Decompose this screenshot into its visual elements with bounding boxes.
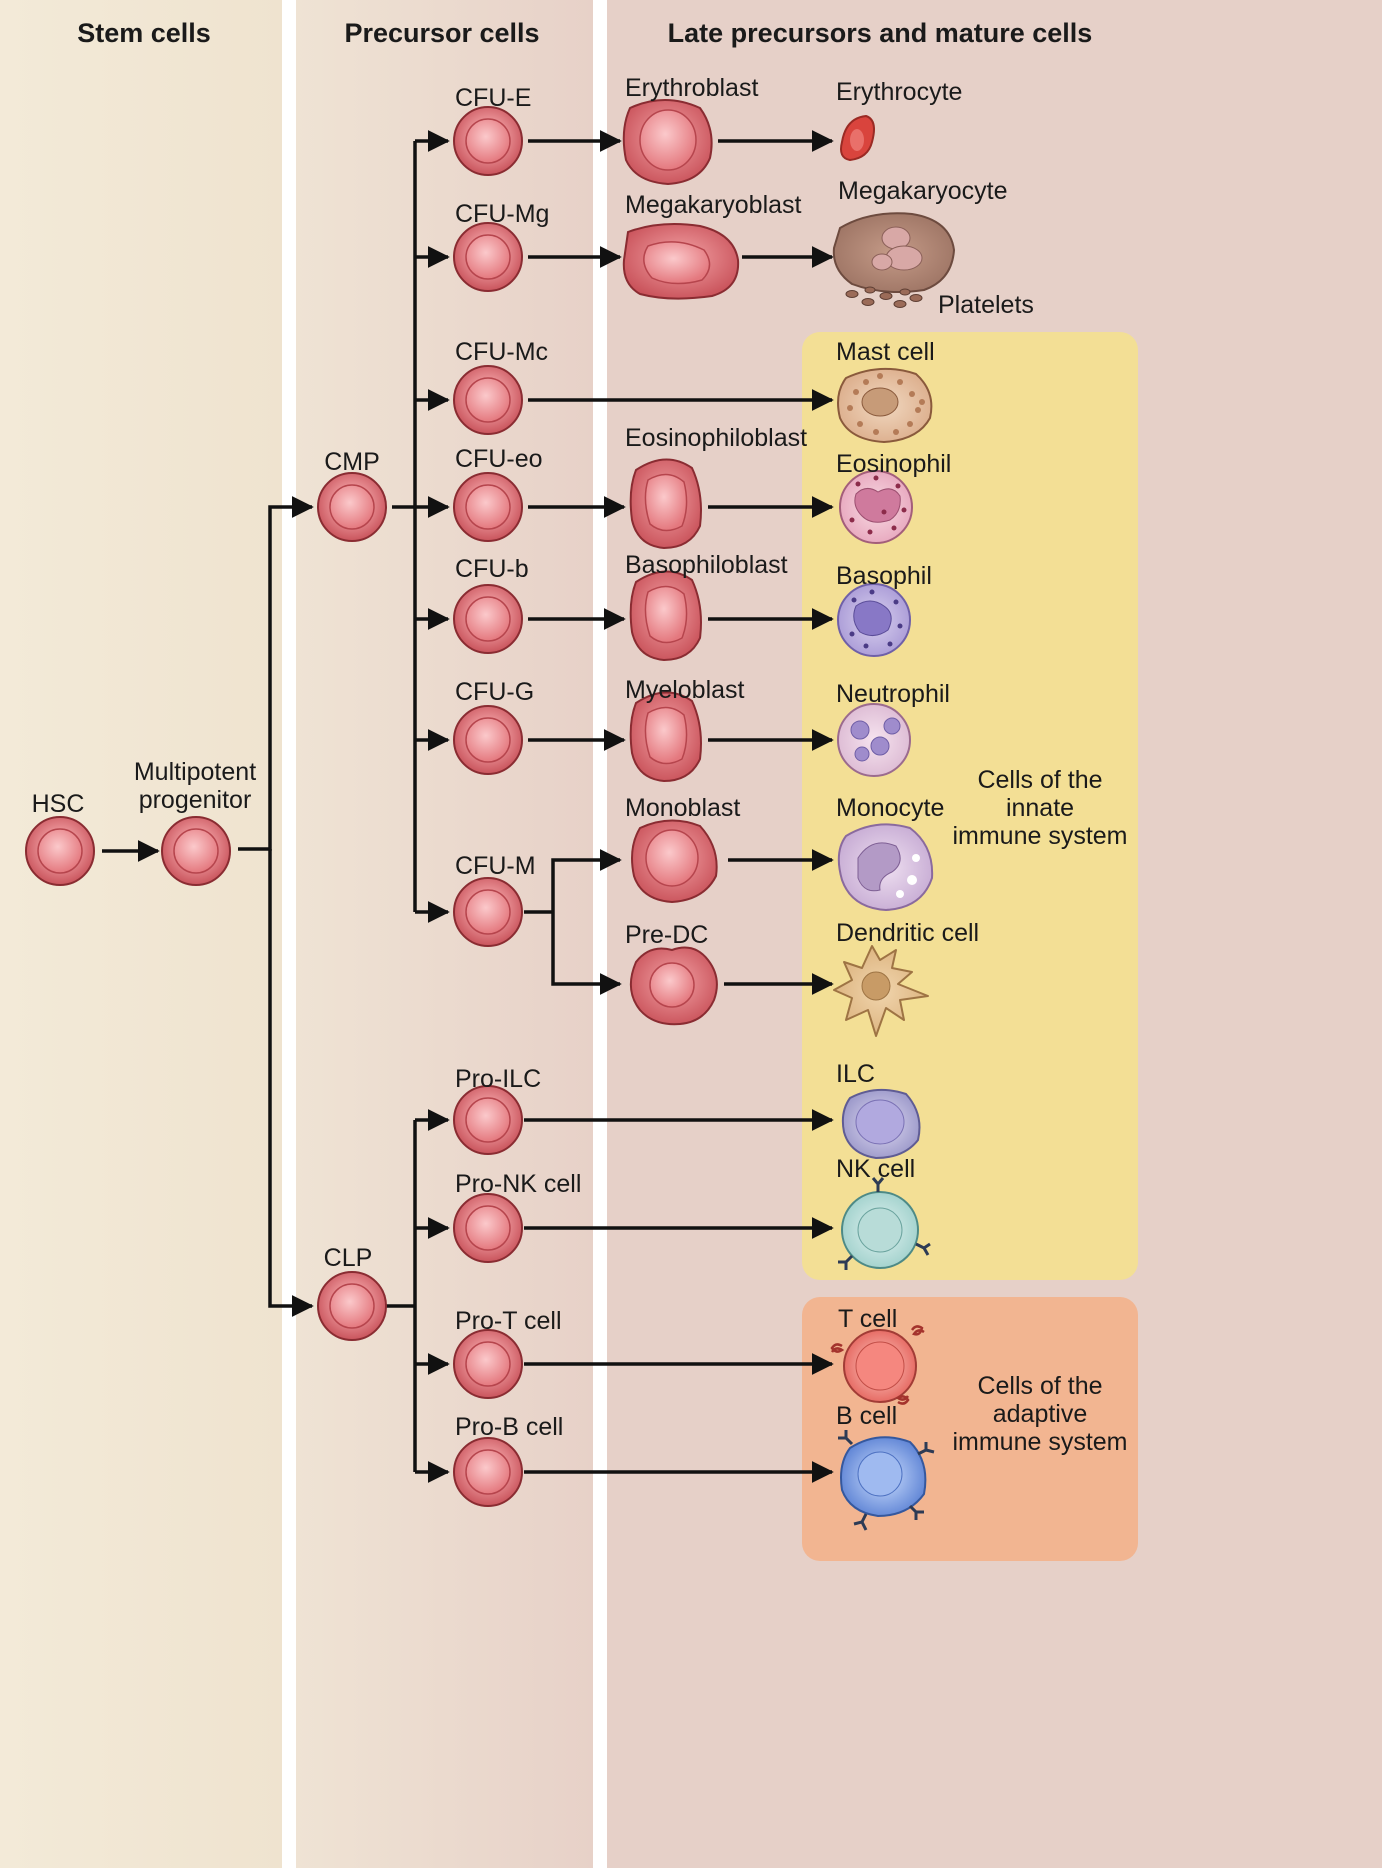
precursor-column-header: Precursor cells — [344, 18, 539, 48]
cfu-e-cell — [453, 106, 523, 176]
pro-b-cell — [453, 1437, 523, 1507]
monoblast-label: Monoblast — [625, 794, 740, 822]
cfu-eo-cell — [453, 472, 523, 542]
megakaryocyte-label: Megakaryocyte — [838, 177, 1008, 205]
basophiloblast-label: Basophiloblast — [625, 551, 788, 579]
cfu-mc-label: CFU-Mc — [455, 338, 548, 366]
pro-t-cell — [453, 1329, 523, 1399]
cfu-g-label: CFU-G — [455, 678, 534, 706]
basophil-label: Basophil — [836, 562, 932, 590]
cfu-mc-cell — [453, 365, 523, 435]
cfu-b-label: CFU-b — [455, 555, 529, 583]
platelets — [845, 286, 923, 308]
mpp-label-line1: Multipotent — [134, 758, 256, 786]
clp-cell — [317, 1271, 387, 1341]
eosinophil-label: Eosinophil — [836, 450, 951, 478]
megakaryoblast-cell — [622, 223, 740, 300]
ilc-label: ILC — [836, 1060, 875, 1088]
mpp-label-line2: progenitor — [139, 786, 252, 814]
neutrophil-cell — [837, 703, 911, 777]
cmp-cell — [317, 472, 387, 542]
cfu-e-label: CFU-E — [455, 84, 531, 112]
basophiloblast-cell — [629, 570, 702, 662]
late-column-header: Late precursors and mature cells — [668, 18, 1093, 48]
innate-group-label-line1: Cells of the — [977, 766, 1102, 794]
cfu-b-cell — [453, 584, 523, 654]
pro-t-label: Pro-T cell — [455, 1307, 562, 1335]
adaptive-group-label-line3: immune system — [952, 1428, 1127, 1456]
basophil-cell — [837, 583, 911, 657]
mast-cell — [837, 367, 933, 444]
innate-group-box — [802, 332, 1138, 1280]
erythroblast-label: Erythroblast — [625, 74, 758, 102]
nk-cell-label: NK cell — [836, 1155, 915, 1183]
pro-b-label: Pro-B cell — [455, 1413, 563, 1441]
innate-group-label-line2: innate — [1006, 794, 1074, 822]
megakaryoblast-label: Megakaryoblast — [625, 191, 802, 219]
cfu-eo-label: CFU-eo — [455, 445, 543, 473]
clp-label: CLP — [324, 1244, 373, 1272]
pre-dc-label: Pre-DC — [625, 921, 708, 949]
erythrocyte-cell — [840, 114, 875, 162]
myeloblast-label: Myeloblast — [625, 676, 745, 704]
dendritic-cell — [833, 945, 929, 1037]
cfu-m-label: CFU-M — [455, 852, 536, 880]
monocyte-label: Monocyte — [836, 794, 944, 822]
hsc-label: HSC — [32, 790, 85, 818]
hsc-cell — [25, 816, 95, 886]
eosinophiloblast-cell — [629, 458, 702, 550]
eosinophil-cell — [839, 470, 913, 544]
connectors — [102, 130, 834, 1483]
ilc-cell — [841, 1088, 921, 1160]
erythrocyte-label: Erythrocyte — [836, 78, 962, 106]
cfu-mg-cell — [453, 222, 523, 292]
myeloblast-cell — [629, 691, 702, 783]
monoblast-cell — [631, 819, 718, 904]
pro-ilc-label: Pro-ILC — [455, 1065, 541, 1093]
cfu-m-cell — [453, 877, 523, 947]
neutrophil-label: Neutrophil — [836, 680, 950, 708]
cfu-mg-label: CFU-Mg — [455, 200, 549, 228]
pro-ilc-cell — [453, 1085, 523, 1155]
b-cell — [838, 1430, 935, 1531]
innate-group-label-line3: immune system — [952, 822, 1127, 850]
pro-nk-cell — [453, 1193, 523, 1263]
stem-column-bg — [0, 0, 282, 1868]
multipotent-progenitor-cell — [161, 816, 231, 886]
precursor-column-bg — [296, 0, 593, 1868]
erythroblast-cell — [622, 99, 713, 186]
stem-column-header: Stem cells — [77, 18, 211, 48]
monocyte-cell — [837, 823, 934, 912]
pro-nk-label: Pro-NK cell — [455, 1170, 581, 1198]
adaptive-group-label-line1: Cells of the — [977, 1372, 1102, 1400]
t-cell — [830, 1325, 925, 1405]
eosinophiloblast-label: Eosinophiloblast — [625, 424, 807, 452]
t-cell-label: T cell — [838, 1305, 897, 1333]
mast-cell-label: Mast cell — [836, 338, 935, 366]
pre-dc-cell — [629, 946, 718, 1026]
megakaryocyte-cell — [832, 212, 956, 293]
nk-cell — [838, 1177, 931, 1270]
platelets-label: Platelets — [938, 291, 1034, 319]
cmp-label: CMP — [324, 448, 380, 476]
adaptive-group-label-line2: adaptive — [993, 1400, 1088, 1428]
cfu-g-cell — [453, 705, 523, 775]
dendritic-cell-label: Dendritic cell — [836, 919, 979, 947]
b-cell-label: B cell — [836, 1402, 897, 1430]
